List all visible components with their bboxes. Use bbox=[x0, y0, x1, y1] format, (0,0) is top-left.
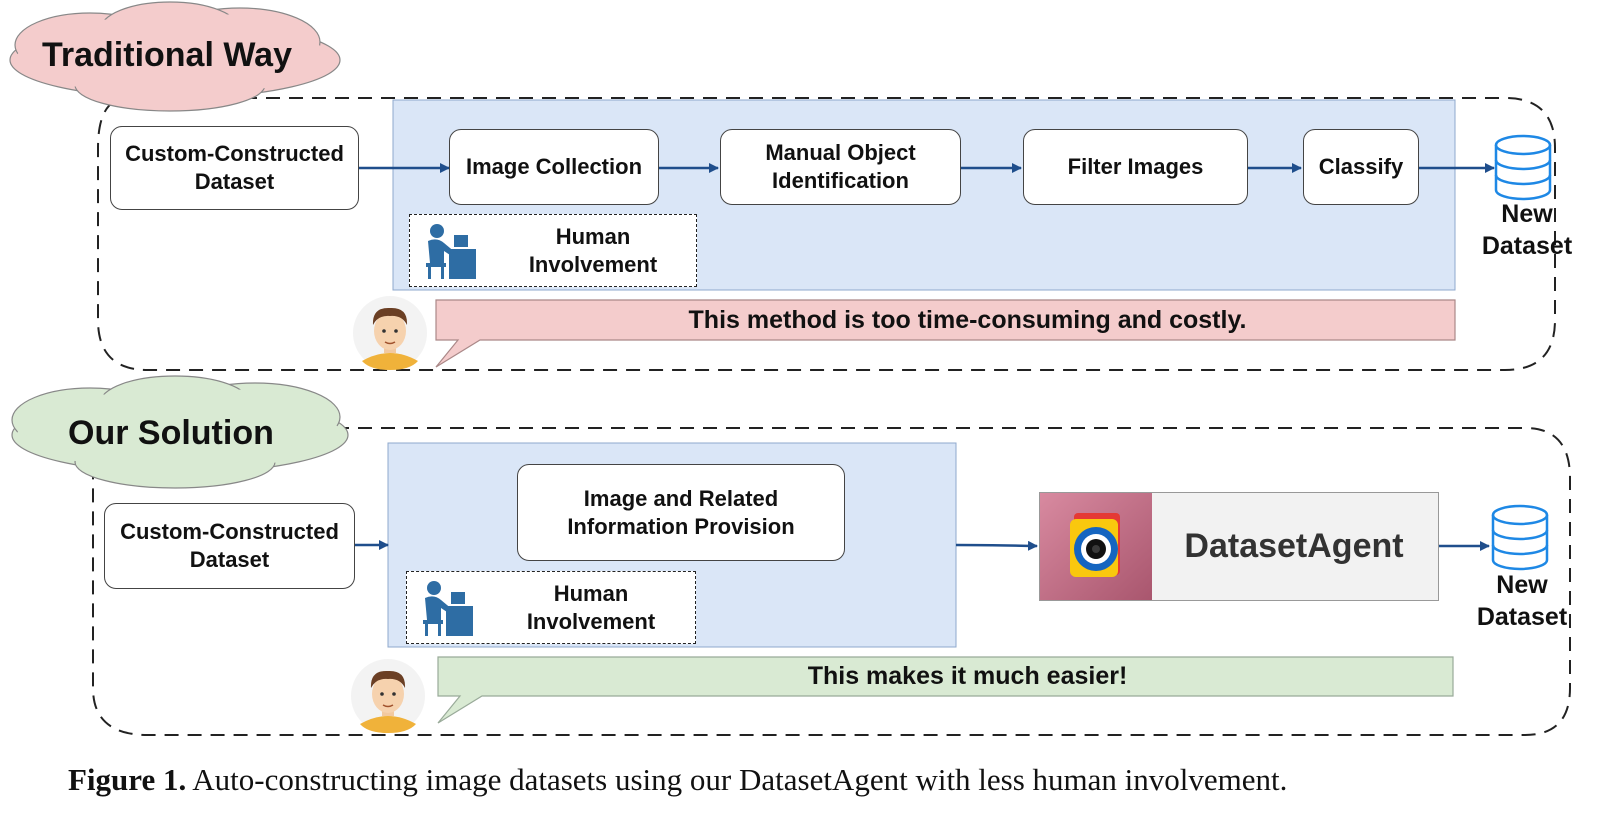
figure-label: Figure 1. bbox=[68, 762, 187, 797]
dataset-agent-panel: DatasetAgent bbox=[1039, 492, 1439, 601]
traditional-speech-bubble bbox=[435, 299, 1456, 368]
human-involvement-box: Human Involvement bbox=[406, 571, 696, 644]
human-involvement-label: Human Involvement bbox=[528, 223, 658, 277]
user-avatar-icon bbox=[353, 296, 427, 370]
step-manual-object-identification: Manual Object Identification bbox=[720, 129, 961, 205]
traditional-title: Traditional Way bbox=[42, 36, 293, 74]
solution-title: Our Solution bbox=[68, 414, 274, 452]
caption-text: Auto-constructing image datasets using o… bbox=[186, 762, 1288, 797]
step-filter-images: Filter Images bbox=[1023, 129, 1248, 205]
database-icon bbox=[1494, 134, 1552, 201]
new-dataset-label: New Dataset bbox=[1476, 571, 1568, 631]
step-classify: Classify bbox=[1303, 129, 1419, 205]
solution-dashed-frame bbox=[92, 427, 1571, 736]
new-dataset-label: New Dataset bbox=[1481, 200, 1573, 260]
start-box-custom-dataset: Custom-Constructed Dataset bbox=[110, 126, 359, 210]
solution-arrows bbox=[355, 540, 1490, 551]
solution-speech-bubble bbox=[437, 656, 1454, 724]
start-box-custom-dataset: Custom-Constructed Dataset bbox=[104, 503, 355, 589]
database-icon bbox=[1491, 504, 1549, 571]
step-image-collection: Image Collection bbox=[449, 129, 659, 205]
figure-caption: Figure 1. Auto-constructing image datase… bbox=[68, 762, 1287, 798]
person-at-desk-icon bbox=[423, 581, 473, 636]
human-involvement-box: Human Involvement bbox=[409, 214, 697, 287]
camera-logo-icon bbox=[1040, 493, 1152, 600]
traditional-dashed-frame bbox=[97, 97, 1556, 371]
human-involvement-label: Human Involvement bbox=[526, 580, 656, 634]
dataset-agent-name: DatasetAgent bbox=[1184, 527, 1404, 565]
step-image-information-provision: Image and Related Information Provision bbox=[517, 464, 845, 561]
person-at-desk-icon bbox=[426, 224, 476, 279]
user-avatar-icon bbox=[351, 659, 425, 733]
traditional-comment: This method is too time-consuming and co… bbox=[688, 305, 1247, 334]
solution-comment: This makes it much easier! bbox=[807, 662, 1128, 690]
